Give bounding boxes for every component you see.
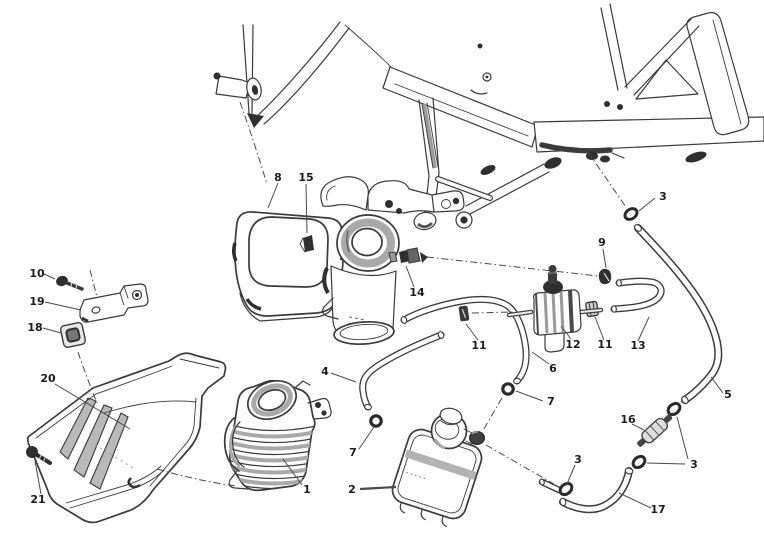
callout-7-right: 7	[547, 395, 555, 408]
clamp-3-lower	[631, 454, 647, 470]
callout-3-top: 3	[659, 190, 667, 203]
side-panel	[26, 352, 227, 524]
callout-11-right: 11	[597, 338, 612, 351]
callout-17: 17	[650, 503, 665, 516]
clip-9	[598, 268, 612, 285]
callout-14: 14	[409, 286, 425, 299]
hose-4	[359, 331, 445, 411]
hose-5	[634, 224, 723, 405]
callout-3-right: 3	[690, 458, 698, 471]
callout-3-left: 3	[574, 453, 582, 466]
callout-8: 8	[274, 171, 282, 184]
hose-6	[400, 295, 530, 385]
callout-21: 21	[30, 493, 45, 506]
bracket-screw	[56, 275, 84, 291]
callout-13: 13	[630, 339, 645, 352]
leader-lines	[34, 182, 724, 509]
clamp-7-left	[369, 414, 383, 428]
callout-1: 1	[303, 483, 311, 496]
clamp-3-canister	[558, 481, 574, 497]
callouts: 1 2 3 3 3 4 5 6 7 7 8 9 10 11 11 12 13 1…	[27, 171, 731, 516]
callout-6: 6	[549, 362, 557, 375]
callout-5: 5	[724, 388, 732, 401]
callout-2: 2	[348, 483, 356, 496]
clamp-3-upper	[666, 401, 682, 417]
callout-16: 16	[620, 413, 636, 426]
callout-7-left: 7	[349, 446, 357, 459]
inline-filter	[637, 414, 673, 447]
intake-duct	[320, 176, 465, 346]
panel-screw	[26, 446, 52, 465]
canister	[391, 407, 485, 528]
callout-4: 4	[321, 365, 329, 378]
callout-15: 15	[298, 171, 313, 184]
callout-19: 19	[29, 295, 44, 308]
clamp-3-top	[623, 207, 639, 221]
clamp-7-right	[501, 382, 515, 396]
callout-20: 20	[40, 372, 56, 385]
rubber-mount	[59, 321, 87, 349]
purge-valve	[506, 265, 604, 353]
intake-horn	[231, 211, 345, 322]
hose-stub	[538, 478, 563, 494]
frame-bracket	[213, 72, 262, 101]
clamp-11-left	[458, 305, 470, 322]
callout-12: 12	[565, 338, 580, 351]
frame	[213, 3, 764, 231]
support-bracket	[79, 283, 149, 323]
hose-13	[610, 277, 665, 313]
pressure-sensor	[388, 247, 428, 264]
hose-17	[559, 467, 634, 514]
callout-9: 9	[598, 236, 606, 249]
callout-18: 18	[27, 321, 42, 334]
filter-cartridge	[223, 379, 332, 492]
assembly-lines	[77, 101, 627, 487]
callout-11-left: 11	[471, 339, 486, 352]
callout-10: 10	[29, 267, 45, 280]
horn-clip	[299, 235, 314, 253]
